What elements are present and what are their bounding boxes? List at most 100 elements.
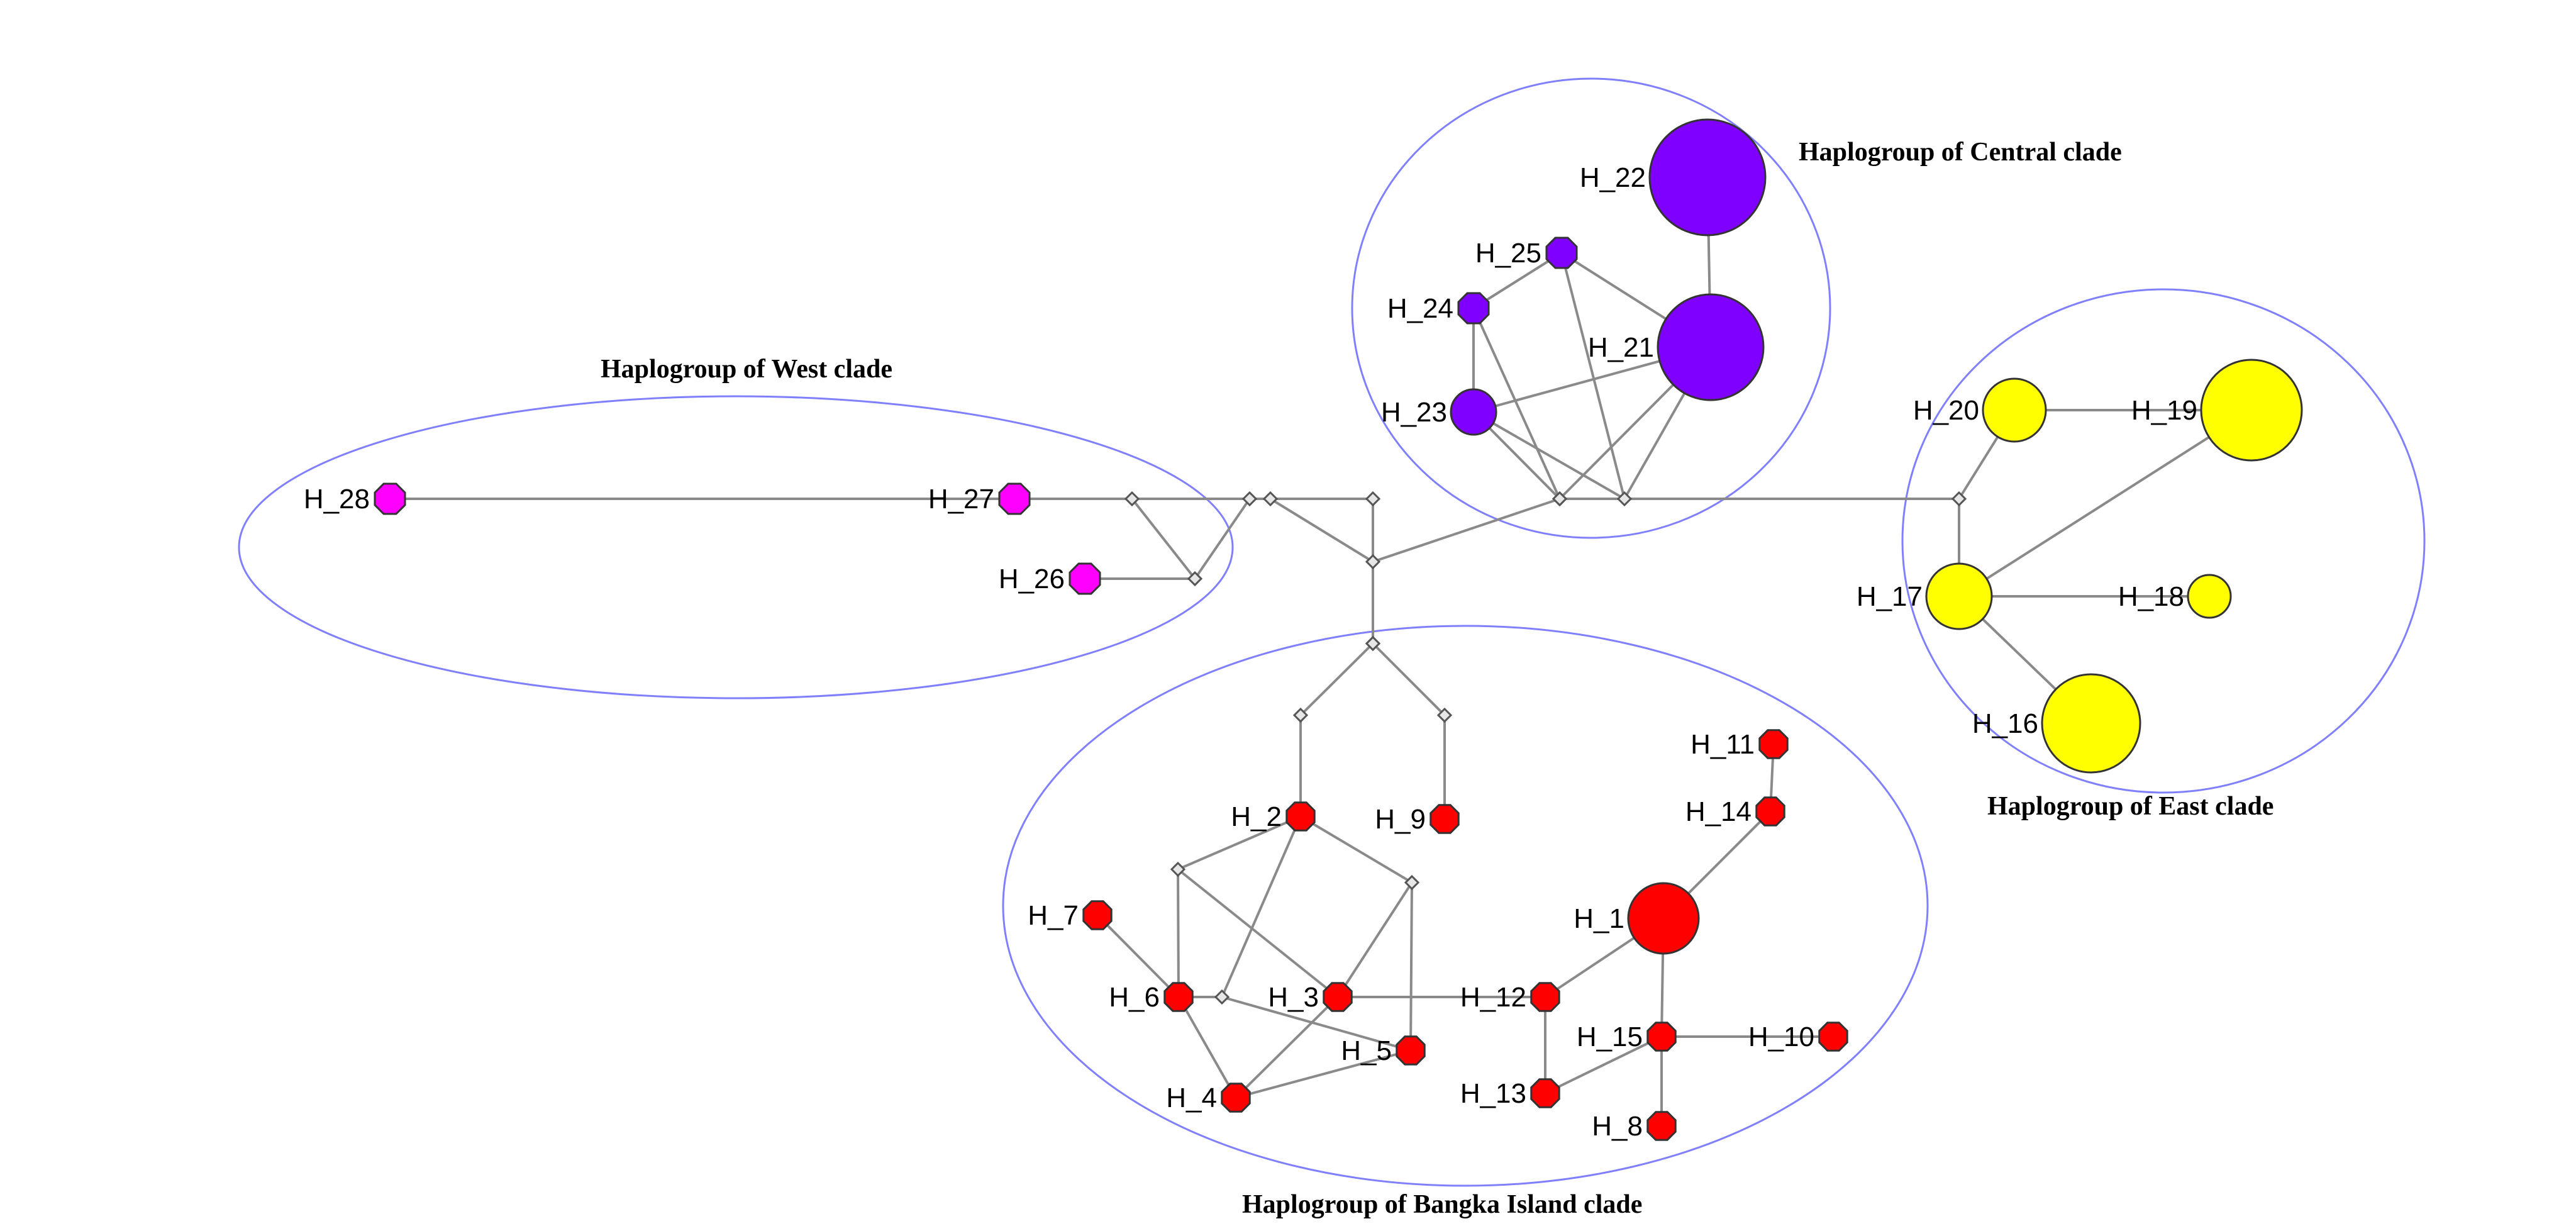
haplotype-node-h-9 xyxy=(1430,804,1460,834)
haplotype-node-h-23 xyxy=(1450,388,1497,436)
haplotype-node-h-18 xyxy=(2187,574,2232,619)
haplotype-label: H_24 xyxy=(1387,293,1453,324)
median-vector xyxy=(1214,989,1230,1005)
haplotype-node-h-11 xyxy=(1758,729,1789,759)
median-vector xyxy=(1170,861,1186,877)
haplotype-label: H_10 xyxy=(1748,1022,1814,1052)
haplotype-label: H_20 xyxy=(1913,395,1979,426)
haplotype-label: H_25 xyxy=(1475,238,1541,269)
median-vector xyxy=(1241,491,1258,507)
edge-m12-m14 xyxy=(1372,642,1446,716)
haplotype-node-h-7 xyxy=(1082,900,1113,930)
median-vector xyxy=(1365,554,1381,570)
haplotype-node-h-8 xyxy=(1646,1111,1677,1141)
haplotype-node-h-14 xyxy=(1755,796,1785,827)
haplotype-node-h-13 xyxy=(1530,1078,1560,1108)
edge-m12-m13 xyxy=(1299,642,1374,716)
haplotype-label: H_11 xyxy=(1690,729,1755,760)
haplotype-label: H_22 xyxy=(1580,162,1646,193)
haplotype-node-h-28 xyxy=(374,482,406,515)
edge-H_4-H_5 xyxy=(1235,1049,1411,1099)
haplotype-label: H_8 xyxy=(1592,1111,1643,1142)
west-clade-label: Haplogroup of West clade xyxy=(601,355,892,384)
haplotype-label: H_3 xyxy=(1268,982,1319,1013)
haplotype-node-h-20 xyxy=(1982,377,2047,443)
edge-H_7-H_6 xyxy=(1096,914,1180,998)
haplotype-node-h-16 xyxy=(2041,673,2141,774)
bangka-clade-ellipse xyxy=(1002,625,1929,1187)
edge-m15-H_6 xyxy=(1177,869,1180,998)
haplotype-node-h-2 xyxy=(1285,801,1316,832)
haplotype-node-h-22 xyxy=(1648,118,1767,237)
haplotype-label: H_21 xyxy=(1588,332,1654,363)
edge-m17-H_5 xyxy=(1221,996,1411,1052)
haplotype-label: H_12 xyxy=(1460,982,1526,1013)
network-edges xyxy=(390,177,2253,1126)
central-clade-ellipse xyxy=(1351,77,1831,539)
haplotype-label: H_2 xyxy=(1231,801,1282,832)
west-clade-ellipse xyxy=(238,395,1234,699)
edge-H_2-m16 xyxy=(1299,815,1413,884)
haplotype-node-h-21 xyxy=(1657,293,1765,401)
haplotype-label: H_17 xyxy=(1857,581,1923,612)
haplotype-label: H_28 xyxy=(304,484,370,515)
haplotype-node-h-3 xyxy=(1323,982,1353,1012)
edge-m6-m8 xyxy=(1372,498,1560,563)
edge-H_13-H_15 xyxy=(1545,1035,1662,1095)
haplotype-label: H_19 xyxy=(2131,395,2197,426)
haplotype-label: H_18 xyxy=(2118,581,2184,612)
median-vector xyxy=(1187,571,1203,587)
haplotype-label: H_5 xyxy=(1341,1035,1392,1066)
edge-m10-H_24 xyxy=(1472,308,1561,499)
edge-m3-m2 xyxy=(1194,498,1251,580)
haplotype-node-h-1 xyxy=(1627,882,1700,955)
haplotype-node-h-15 xyxy=(1646,1022,1677,1052)
east-clade-label: Haplogroup of East clade xyxy=(1987,792,2273,821)
edge-H_17-H_19 xyxy=(1958,409,2253,598)
haplotype-label: H_16 xyxy=(1972,708,2038,739)
haplotype-label: H_14 xyxy=(1685,796,1752,827)
haplotype-label: H_7 xyxy=(1028,900,1079,931)
haplotype-label: H_13 xyxy=(1460,1078,1526,1109)
median-vector xyxy=(1552,491,1568,507)
central-clade-label: Haplogroup of Central clade xyxy=(1799,138,2122,167)
edge-m15-H_3 xyxy=(1177,868,1339,998)
haplotype-label: H_4 xyxy=(1166,1083,1217,1113)
east-clade-ellipse xyxy=(1901,288,2426,794)
median-vector xyxy=(1262,491,1279,507)
median-vector xyxy=(1124,491,1140,507)
edge-H_4-H_3 xyxy=(1235,996,1339,1099)
haplotype-label: H_26 xyxy=(999,564,1065,594)
median-vector xyxy=(1436,707,1453,723)
haplotype-label: H_15 xyxy=(1577,1022,1643,1052)
haplotype-labels: H_1H_2H_3H_4H_5H_6H_7H_8H_9H_10H_11H_12H… xyxy=(304,162,2197,1142)
edge-H_2-m17 xyxy=(1221,816,1302,998)
haplotype-label: H_1 xyxy=(1574,903,1624,934)
haplotype-label: H_6 xyxy=(1109,982,1160,1013)
haplotype-node-h-10 xyxy=(1818,1022,1848,1052)
edge-m9-H_25 xyxy=(1560,252,1626,499)
haplotype-node-h-6 xyxy=(1163,982,1194,1012)
median-vector xyxy=(1404,874,1420,891)
median-vector xyxy=(1616,491,1633,507)
haplotype-node-h-27 xyxy=(998,482,1031,515)
haplotype-node-h-17 xyxy=(1925,562,1993,630)
haplotype-label: H_23 xyxy=(1381,397,1447,428)
edge-H_2-m15 xyxy=(1177,815,1301,871)
haplotype-nodes xyxy=(374,118,2303,1141)
edge-m16-H_5 xyxy=(1409,882,1413,1051)
haplotype-label: H_9 xyxy=(1375,804,1426,835)
edge-m16-H_3 xyxy=(1336,881,1413,998)
edge-m1-m3 xyxy=(1131,498,1196,580)
median-vector xyxy=(1365,635,1381,652)
median-vector xyxy=(1292,707,1309,723)
haplotype-node-h-26 xyxy=(1069,562,1101,595)
median-vector xyxy=(1951,491,1967,507)
edge-H_24-H_25 xyxy=(1472,252,1563,309)
edge-m4-m6 xyxy=(1269,498,1374,563)
haplotype-label: H_27 xyxy=(928,484,994,515)
haplotype-node-h-19 xyxy=(2200,359,2303,462)
haplotype-node-h-24 xyxy=(1457,292,1490,325)
edge-m9-H_23 xyxy=(1473,411,1625,500)
